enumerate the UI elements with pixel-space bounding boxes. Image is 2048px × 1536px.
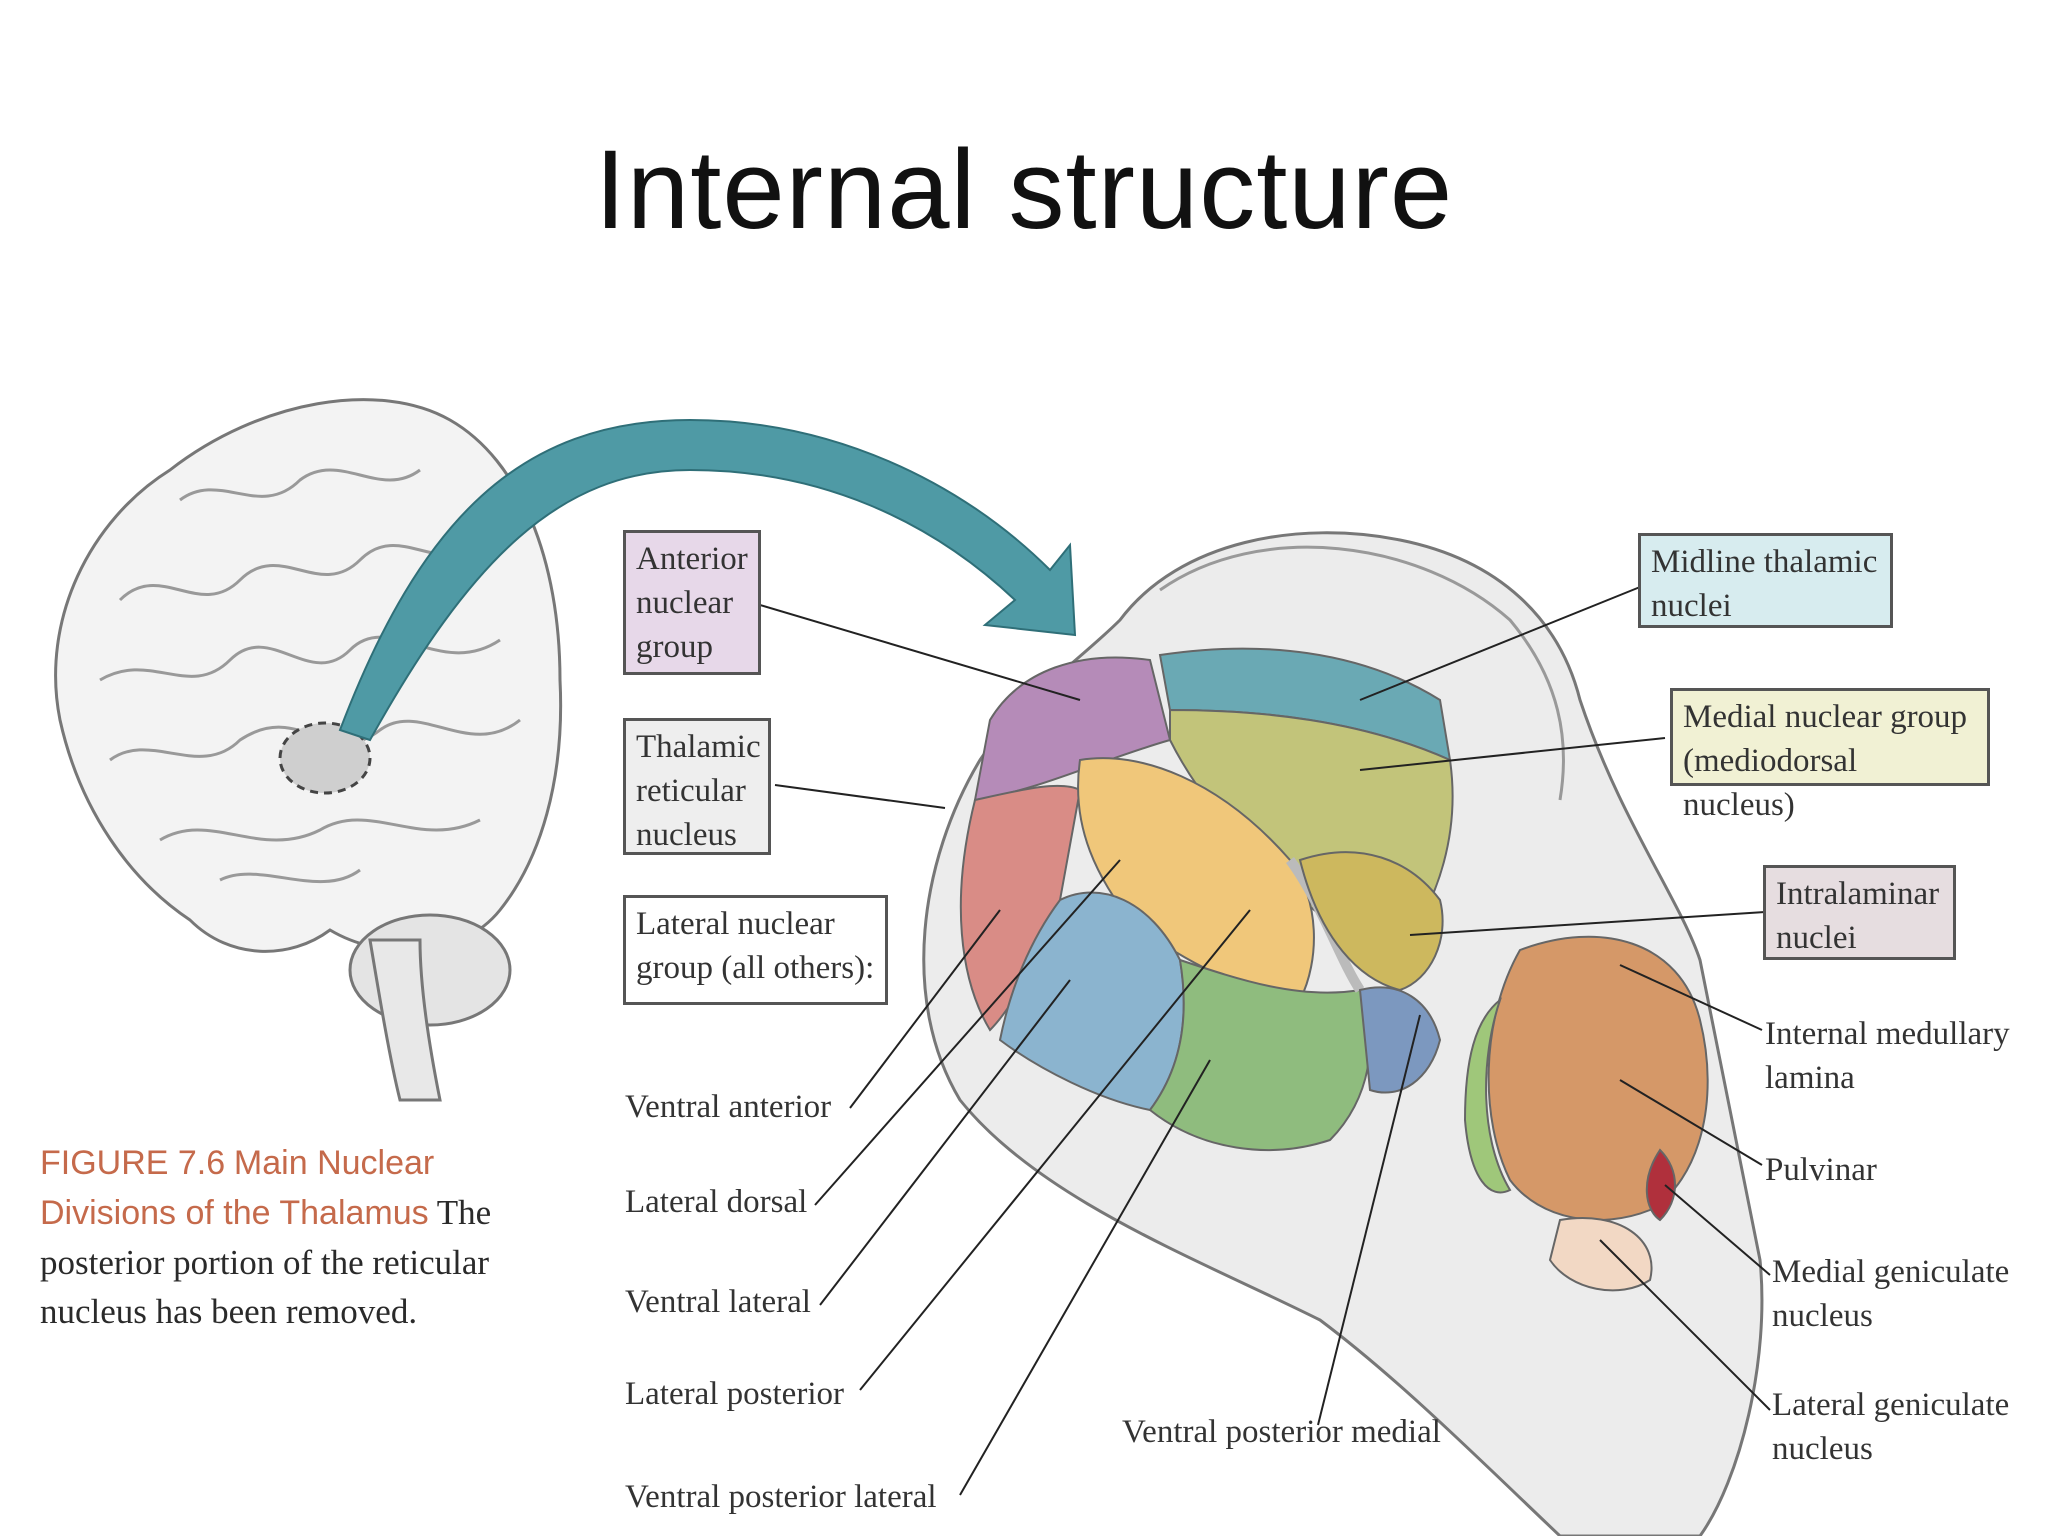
midline-thalamic-nuclei-box: Midline thalamic nuclei <box>1638 533 1893 628</box>
figure-description: The posterior portion of the reticular n… <box>40 1193 492 1331</box>
figure-title: Main Nuclear Divisions of the Thalamus <box>40 1144 435 1232</box>
intralaminar-nuclei-box: Intralaminar nuclei <box>1763 865 1956 960</box>
figure-label: FIGURE 7.6 <box>40 1144 226 1182</box>
label-ventral-posterior-lateral: Ventral posterior lateral <box>625 1479 937 1515</box>
label-ventral-posterior-medial: Ventral posterior medial <box>1122 1414 1441 1450</box>
label-ventral-anterior: Ventral anterior <box>625 1089 832 1125</box>
label-internal-medullary-lamina: Internal medullary lamina <box>1765 1016 2010 1096</box>
figure-caption: FIGURE 7.6 Main Nuclear Divisions of the… <box>40 1138 560 1336</box>
medial-nuclear-group-box: Medial nuclear group (mediodorsal nucleu… <box>1670 688 1990 823</box>
label-lateral-geniculate-nucleus: Lateral geniculate nucleus <box>1772 1387 2010 1467</box>
anterior-nuclear-group-box: Anterior nuclear group <box>623 530 761 675</box>
brain-illustration <box>54 398 563 1102</box>
leader-lines <box>759 584 1771 1496</box>
label-pulvinar: Pulvinar <box>1765 1152 1877 1188</box>
thalamus-illustration <box>922 531 1764 1536</box>
label-lateral-dorsal: Lateral dorsal <box>625 1184 808 1220</box>
slide-title: Internal structure <box>594 127 1454 252</box>
thalamic-reticular-nucleus-box: Thalamic reticular nucleus <box>623 718 771 855</box>
label-ventral-lateral: Ventral lateral <box>625 1284 811 1320</box>
label-lateral-posterior: Lateral posterior <box>625 1376 844 1412</box>
pointer-arrow <box>338 418 1077 742</box>
label-medial-geniculate-nucleus: Medial geniculate nucleus <box>1772 1254 2010 1334</box>
lateral-nuclear-group-box: Lateral nuclear group (all others): <box>623 895 888 1005</box>
